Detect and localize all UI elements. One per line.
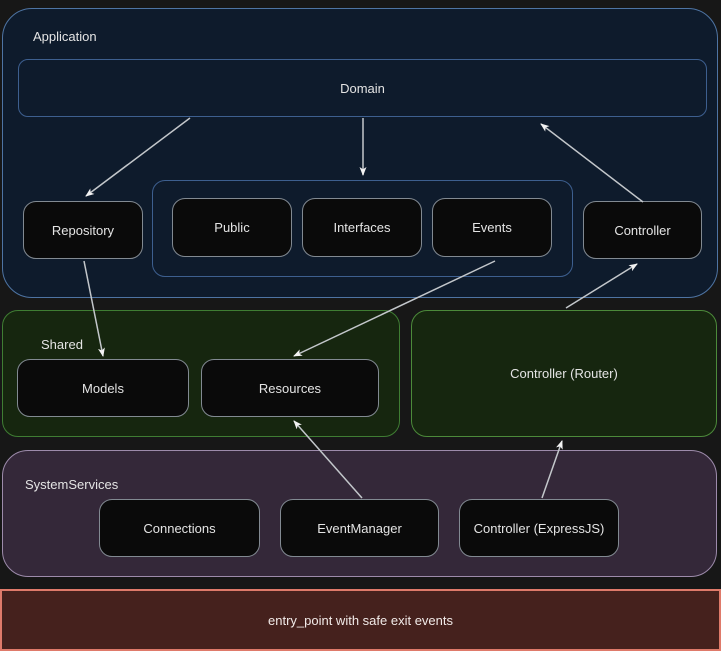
group-application-label: Application [33, 29, 97, 44]
node-controller: Controller [583, 201, 702, 259]
group-system-services-label: SystemServices [25, 477, 119, 492]
node-interfaces: Interfaces [302, 198, 422, 257]
node-repository: Repository [23, 201, 143, 259]
node-public: Public [172, 198, 292, 257]
node-events: Events [432, 198, 552, 257]
node-domain: Domain [18, 59, 707, 117]
node-entry-point: entry_point with safe exit events [0, 589, 721, 651]
application-subgroup: Public Interfaces Events [152, 180, 573, 277]
node-connections: Connections [99, 499, 260, 557]
group-shared: Shared Models Resources [2, 310, 400, 437]
group-shared-label: Shared [41, 337, 83, 352]
node-event-manager: EventManager [280, 499, 439, 557]
node-models: Models [17, 359, 189, 417]
node-resources: Resources [201, 359, 379, 417]
node-controller-router: Controller (Router) [411, 310, 717, 437]
group-application: Application Domain Repository Public Int… [2, 8, 718, 298]
group-system-services: SystemServices Connections EventManager … [2, 450, 717, 577]
node-controller-expressjs: Controller (ExpressJS) [459, 499, 619, 557]
